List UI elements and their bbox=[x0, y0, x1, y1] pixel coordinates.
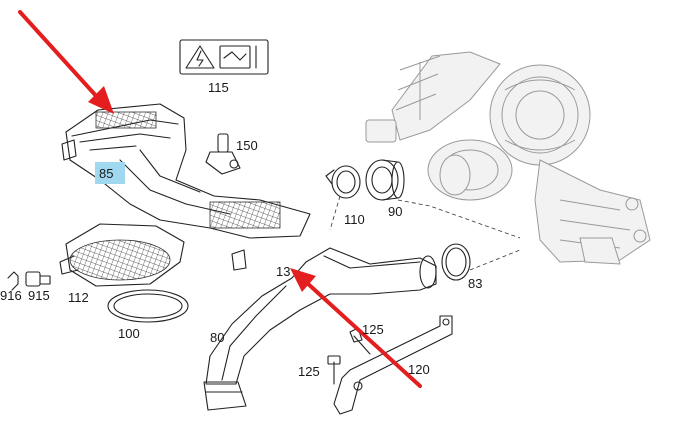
red-arrow-icon bbox=[290, 268, 422, 388]
red-arrow-icon bbox=[18, 10, 114, 114]
label-13: 13 bbox=[276, 264, 290, 279]
label-150: 150 bbox=[236, 138, 258, 153]
bolt-125b bbox=[327, 355, 341, 385]
label-90: 90 bbox=[388, 204, 402, 219]
label-115: 115 bbox=[208, 80, 229, 95]
bracket-120 bbox=[333, 315, 453, 415]
turbocharger bbox=[365, 51, 651, 265]
charge-pipe-80 bbox=[203, 247, 437, 411]
label-110: 110 bbox=[344, 212, 365, 227]
label-85: 85 bbox=[99, 166, 113, 181]
label-120: 120 bbox=[408, 362, 430, 377]
warning-label-icon bbox=[179, 39, 269, 75]
highlight-85 bbox=[95, 162, 125, 184]
label-915: 915 bbox=[28, 288, 50, 303]
label-100: 100 bbox=[118, 326, 140, 341]
sensor-150 bbox=[205, 133, 241, 175]
intake-duct-85 bbox=[61, 103, 311, 271]
seal-ring-83 bbox=[441, 243, 471, 281]
flow-meter-112 bbox=[59, 223, 185, 287]
label-916: 916 bbox=[0, 288, 22, 303]
label-125b: 125 bbox=[298, 364, 320, 379]
label-125a: 125 bbox=[362, 322, 384, 337]
seal-ring-100 bbox=[107, 289, 189, 323]
sleeve-90 bbox=[365, 159, 405, 201]
label-112: 112 bbox=[68, 290, 89, 305]
label-83: 83 bbox=[468, 276, 482, 291]
clamp-110 bbox=[325, 165, 361, 199]
label-80: 80 bbox=[210, 330, 224, 345]
fitting-916-915 bbox=[7, 271, 51, 291]
